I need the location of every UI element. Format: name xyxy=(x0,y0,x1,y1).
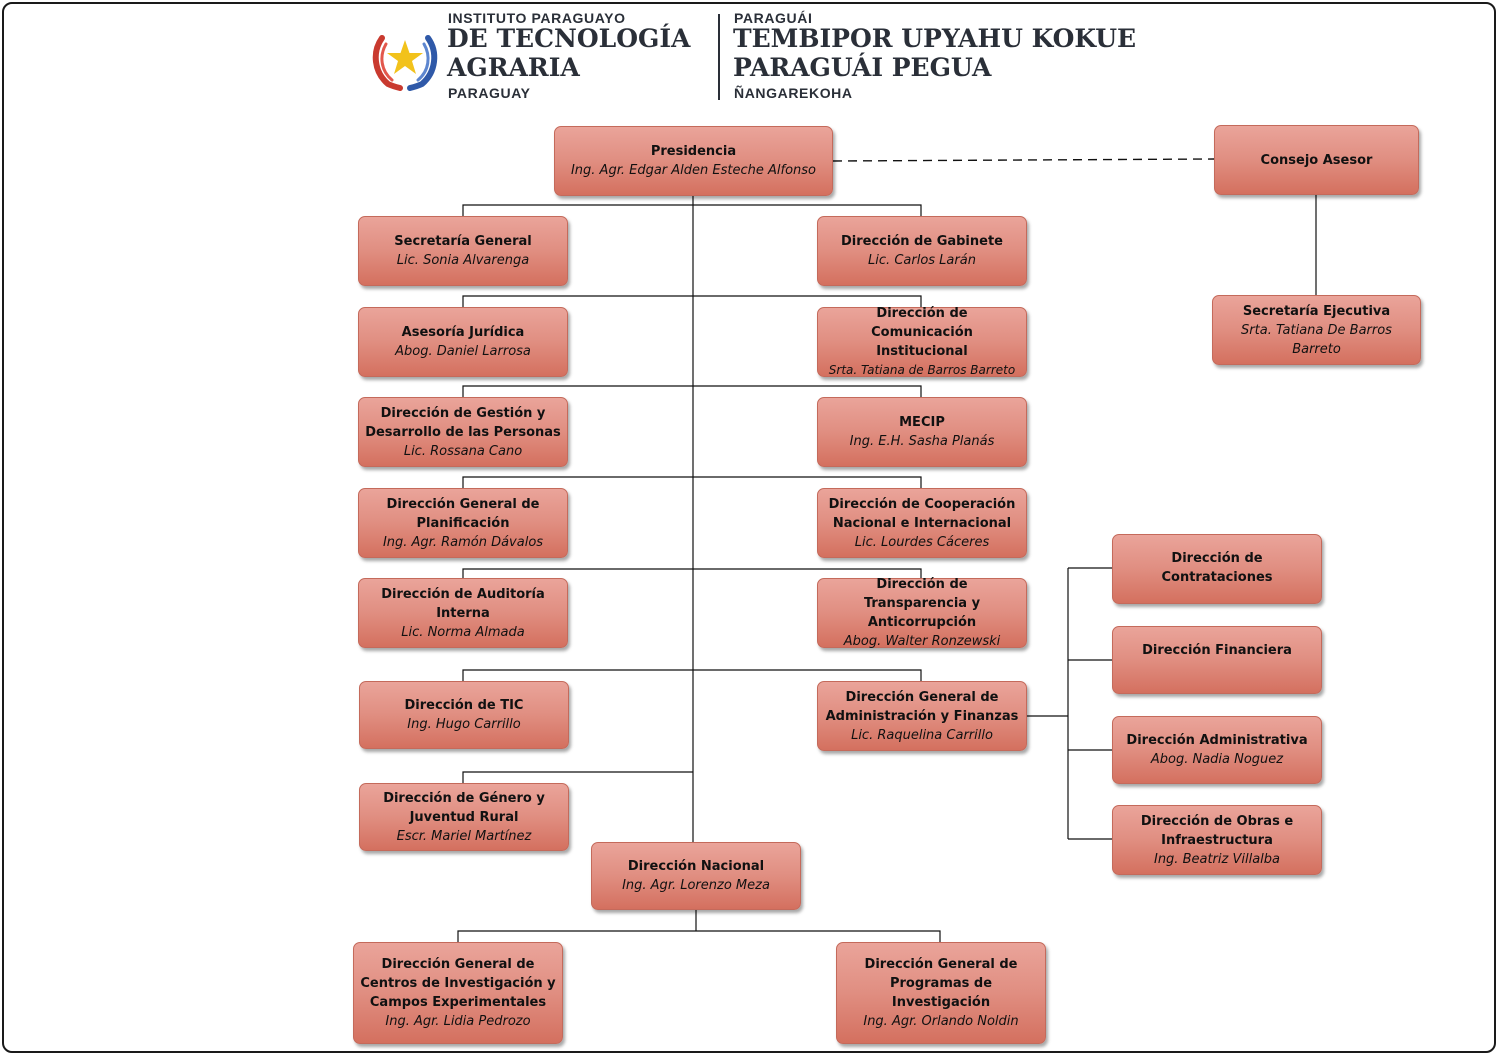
node-person: Ing. Hugo Carrillo xyxy=(407,717,521,732)
node-centros-investigacion[interactable]: Dirección General de Centros de Investig… xyxy=(353,942,563,1044)
node-person: Lic. Carlos Larán xyxy=(868,253,976,268)
node-presidencia[interactable]: Presidencia Ing. Agr. Edgar Alden Estech… xyxy=(554,126,833,196)
node-title: Secretaría Ejecutiva xyxy=(1242,303,1391,319)
header-right-line4: ÑANGAREKOHA xyxy=(734,85,853,101)
node-title: Presidencia xyxy=(650,144,737,159)
row5-connector xyxy=(462,568,922,578)
node-programas-investigacion[interactable]: Dirección General de Programas de Invest… xyxy=(836,942,1046,1044)
node-person: Lic. Lourdes Cáceres xyxy=(854,534,990,550)
node-person: Srta. Tatiana De Barros Barreto xyxy=(1241,322,1392,357)
node-obras-infraestructura[interactable]: Dirección de Obras e Infraestructura Ing… xyxy=(1112,805,1322,875)
node-title: Dirección Administrativa xyxy=(1126,733,1308,748)
node-contrataciones[interactable]: Dirección de Contrataciones xyxy=(1112,534,1322,604)
node-person: Lic. Raquelina Carrillo xyxy=(851,727,993,743)
header-left-line4: PARAGUAY xyxy=(448,85,531,101)
advisory-dashed-line xyxy=(832,158,1215,162)
node-title: Dirección General de Planificación xyxy=(386,496,540,531)
node-secretaria-general[interactable]: Secretaría General Lic. Sonia Alvarenga xyxy=(358,216,568,286)
node-administrativa[interactable]: Dirección Administrativa Abog. Nadia Nog… xyxy=(1112,716,1322,784)
row1-connector xyxy=(462,204,922,216)
node-direccion-gabinete[interactable]: Dirección de Gabinete Lic. Carlos Larán xyxy=(817,216,1027,286)
header-left-line2: DE TECNOLOGÍA xyxy=(447,24,691,53)
node-title: Dirección de Obras e Infraestructura xyxy=(1140,813,1294,848)
node-title: Dirección General de Administración y Fi… xyxy=(825,689,1019,724)
node-financiera[interactable]: Dirección Financiera xyxy=(1112,626,1322,694)
nacional-connector xyxy=(457,930,941,942)
node-cooperacion[interactable]: Dirección de Cooperación Nacional e Inte… xyxy=(817,488,1027,558)
node-person: Ing. Agr. Edgar Alden Esteche Alfonso xyxy=(570,163,817,178)
node-asesoria-juridica[interactable]: Asesoría Jurídica Abog. Daniel Larrosa xyxy=(358,307,568,377)
node-gestion-personas[interactable]: Dirección de Gestión y Desarrollo de las… xyxy=(358,397,568,467)
node-planificacion[interactable]: Dirección General de Planificación Ing. … xyxy=(358,488,568,558)
paraguay-seal-icon xyxy=(372,28,438,91)
node-direccion-nacional[interactable]: Dirección Nacional Ing. Agr. Lorenzo Mez… xyxy=(591,842,801,910)
node-title: Dirección de Gestión y Desarrollo de las… xyxy=(365,405,561,440)
node-person: Srta. Tatiana de Barros Barreto xyxy=(828,363,1016,377)
node-person: Ing. E.H. Sasha Planás xyxy=(849,434,995,449)
node-secretaria-ejecutiva[interactable]: Secretaría Ejecutiva Srta. Tatiana De Ba… xyxy=(1212,295,1421,365)
node-title: Dirección de Comunicación Institucional xyxy=(871,306,973,359)
node-title: Dirección de Gabinete xyxy=(840,234,1003,249)
node-title: Dirección de Género y Juventud Rural xyxy=(383,790,545,825)
node-consejo-asesor[interactable]: Consejo Asesor xyxy=(1214,125,1419,195)
header-left-line1: INSTITUTO PARAGUAYO xyxy=(448,10,626,26)
node-genero-juventud[interactable]: Dirección de Género y Juventud Rural Esc… xyxy=(359,783,569,851)
node-comunicacion-institucional[interactable]: Dirección de Comunicación Institucional … xyxy=(817,306,1027,377)
node-title: Dirección General de Centros de Investig… xyxy=(360,957,556,1010)
node-person: Ing. Beatriz Villalba xyxy=(1153,851,1280,867)
node-title: Secretaría General xyxy=(394,234,532,249)
node-title: Dirección de TIC xyxy=(404,698,524,713)
header-right-line1: PARAGUÁI xyxy=(734,10,813,26)
row7-connector xyxy=(462,771,693,783)
node-auditoria-interna[interactable]: Dirección de Auditoría Interna Lic. Norm… xyxy=(358,578,568,648)
node-transparencia[interactable]: Dirección de Transparencia y Anticorrupc… xyxy=(817,577,1027,649)
row3-connector xyxy=(462,385,922,397)
node-person: Ing. Agr. Ramón Dávalos xyxy=(382,534,544,550)
node-person: Abog. Daniel Larrosa xyxy=(395,344,531,359)
node-person: Lic. Norma Almada xyxy=(401,624,525,640)
node-person: Lic. Sonia Alvarenga xyxy=(396,253,530,268)
node-title: Consejo Asesor xyxy=(1260,152,1373,168)
row4-connector xyxy=(462,476,922,488)
row6-connector xyxy=(462,669,922,681)
node-person: Abog. Walter Ronzewski xyxy=(843,634,1001,649)
node-person: Ing. Agr. Lorenzo Meza xyxy=(622,878,770,893)
node-person: Ing. Agr. Orlando Noldin xyxy=(863,1014,1019,1029)
node-title: Dirección Financiera xyxy=(1142,643,1292,658)
node-person: Abog. Nadia Noguez xyxy=(1150,752,1284,767)
node-person: Escr. Mariel Martínez xyxy=(396,828,532,844)
node-mecip[interactable]: MECIP Ing. E.H. Sasha Planás xyxy=(817,397,1027,467)
node-title: Asesoría Jurídica xyxy=(401,325,525,340)
header-right-line3: PARAGUÁI PEGUA xyxy=(733,53,992,82)
node-tic[interactable]: Dirección de TIC Ing. Hugo Carrillo xyxy=(359,681,569,749)
node-title: MECIP xyxy=(899,415,945,430)
node-title: Dirección de Auditoría Interna xyxy=(381,586,545,621)
node-person: Ing. Agr. Lidia Pedrozo xyxy=(385,1014,531,1029)
header-divider xyxy=(718,14,720,100)
node-title: Dirección General de Programas de Invest… xyxy=(864,957,1018,1010)
node-title: Dirección de Transparencia y Anticorrupc… xyxy=(863,577,981,630)
header-right-line2: TEMBIPOR UPYAHU KOKUE xyxy=(733,24,1137,53)
node-title: Dirección de Cooperación Nacional e Inte… xyxy=(828,496,1016,531)
node-title: Dirección de Contrataciones xyxy=(1161,551,1273,585)
node-title: Dirección Nacional xyxy=(627,859,765,874)
header-left-line3: AGRARIA xyxy=(447,53,580,82)
node-admin-finanzas[interactable]: Dirección General de Administración y Fi… xyxy=(817,681,1027,751)
node-person: Lic. Rossana Cano xyxy=(403,443,523,459)
row2-connector xyxy=(462,295,922,307)
